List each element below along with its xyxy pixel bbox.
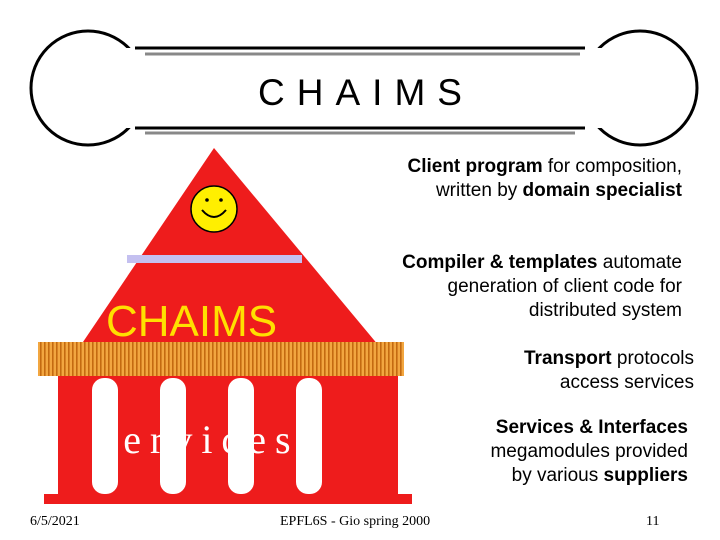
services-description: Services & Interfaces megamodules provid…: [490, 416, 688, 488]
desc2-rest: automate: [597, 252, 682, 273]
page-number: 11: [646, 514, 660, 529]
desc4-line3: by various: [511, 465, 604, 486]
desc1-line2: written by: [435, 180, 523, 201]
desc4-line3-bold: suppliers: [603, 465, 688, 486]
desc2-bold: Compiler & templates: [402, 252, 598, 273]
transport-description: Transport protocols access services: [524, 347, 694, 395]
building-base: [44, 494, 412, 504]
desc1-bold: Client program: [407, 156, 543, 177]
client-program-description: Client program for composition, written …: [407, 155, 682, 203]
desc1-line2-bold: domain specialist: [522, 180, 682, 201]
building-label: CHAIMS: [106, 297, 278, 346]
footer-course: EPFL6S - Gio spring 2000: [280, 514, 431, 529]
desc1-rest: for composition,: [542, 156, 682, 177]
smiley-icon: [190, 185, 238, 233]
desc3-line2: access services: [559, 372, 694, 393]
hatched-beam: [38, 342, 404, 376]
title-bone-frame: [29, 29, 699, 147]
building-columns: [92, 378, 322, 494]
desc4-bold: Services & Interfaces: [495, 417, 688, 438]
slide-title: CHAIMS: [258, 72, 474, 113]
footer-date: 6/5/2021: [30, 514, 80, 529]
desc4-line2: megamodules provided: [490, 441, 688, 462]
desc2-line2: generation of client code for: [447, 276, 683, 297]
title-frame-shadow: [145, 52, 580, 135]
services-label: Services: [92, 417, 300, 462]
desc2-line3: distributed system: [528, 300, 682, 321]
building-illustration: [38, 148, 412, 504]
desc3-bold: Transport: [524, 348, 612, 369]
desc3-rest: protocols: [611, 348, 694, 369]
compiler-description: Compiler & templates automate generation…: [402, 251, 682, 323]
roof-band: [127, 255, 302, 263]
